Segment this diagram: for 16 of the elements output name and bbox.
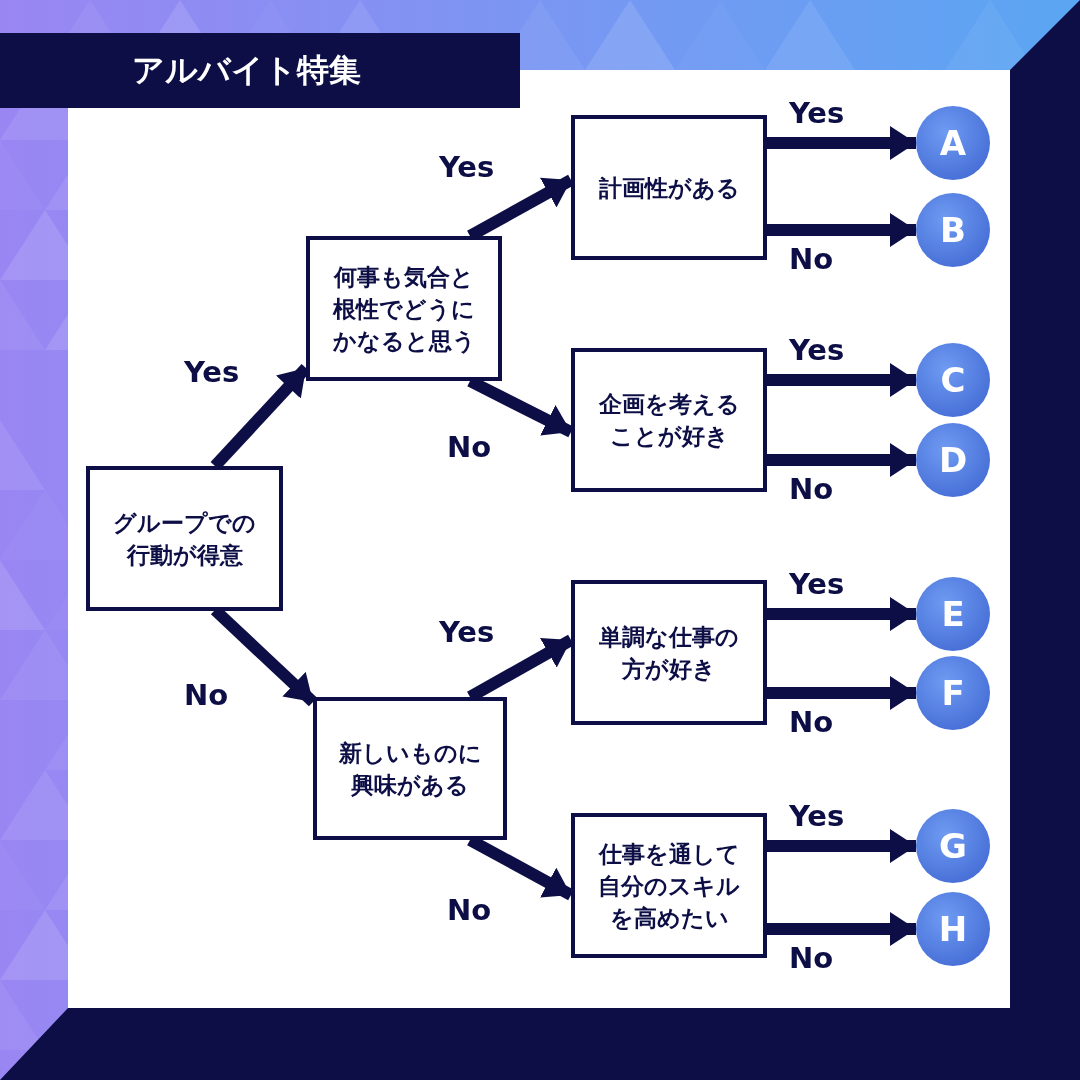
arrow	[767, 213, 916, 247]
question-box: 新しいものに興味がある	[313, 697, 507, 840]
arrow	[767, 126, 916, 160]
arrow	[767, 829, 916, 863]
question-box: 何事も気合と根性でどうにかなると思う	[306, 236, 502, 381]
question-box: グループでの行動が得意	[86, 466, 283, 611]
arrow	[767, 912, 916, 946]
question-box: 計画性がある	[571, 115, 767, 260]
question-box: 企画を考えることが好き	[571, 348, 767, 492]
arrow	[767, 363, 916, 397]
arrow	[767, 597, 916, 631]
arrow	[767, 443, 916, 477]
title-bar: アルバイト特集	[0, 33, 520, 108]
question-box: 仕事を通して自分のスキルを高めたい	[571, 813, 767, 958]
arrow	[767, 676, 916, 710]
question-box: 単調な仕事の方が好き	[571, 580, 767, 725]
